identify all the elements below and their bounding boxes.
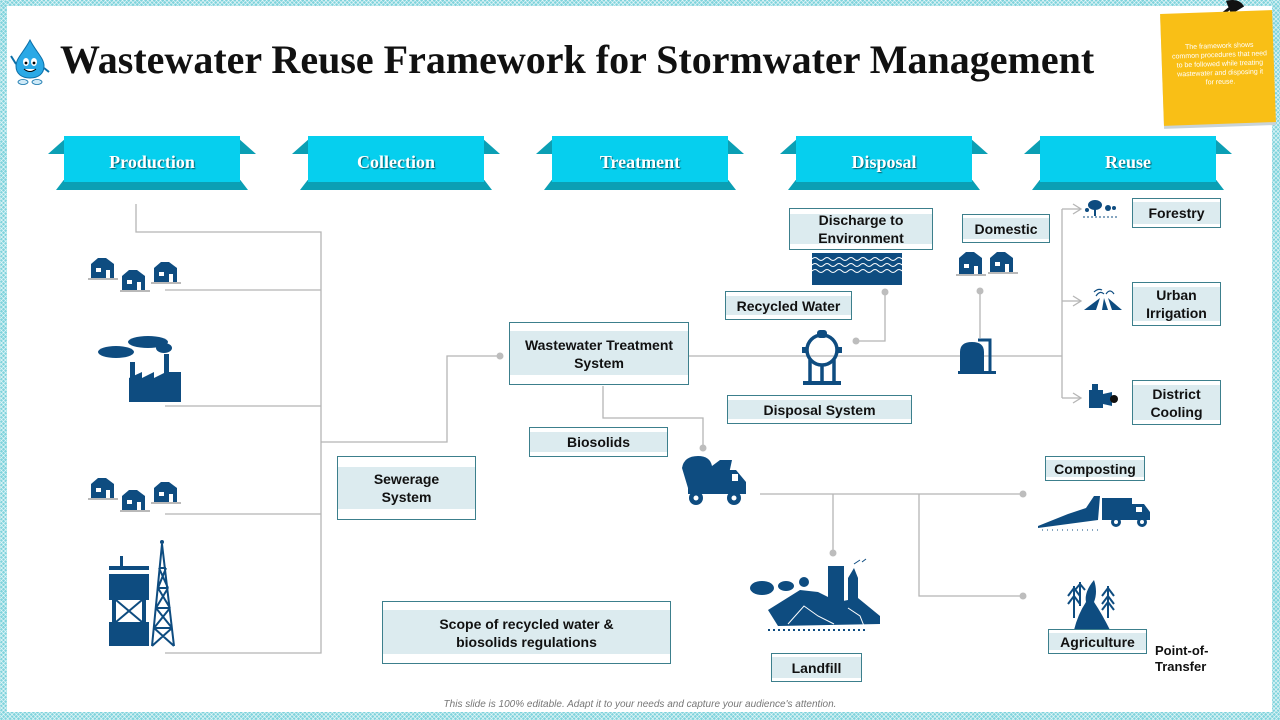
houses-icon <box>956 252 1018 276</box>
storage-tank-icon <box>802 330 842 385</box>
slide-frame-left <box>0 0 7 720</box>
connector-dot <box>976 287 984 295</box>
landfill-icon <box>750 558 880 631</box>
arrow-head <box>1072 392 1083 404</box>
stage-banner-collection: Collection <box>292 136 500 192</box>
connector-dot <box>852 337 860 345</box>
sprinkler-irrigation-icon <box>1084 288 1122 310</box>
node-composting: Composting <box>1045 456 1145 481</box>
connector-production <box>135 204 322 654</box>
node-label: Domestic <box>974 220 1038 237</box>
water-tower-icon <box>958 338 996 374</box>
node-label: Discharge to Environment <box>818 212 904 246</box>
connector-dot <box>1019 490 1027 498</box>
slide-frame-right <box>1272 0 1280 720</box>
node-label: Agriculture <box>1060 633 1135 650</box>
node-district-cooling: District Cooling <box>1132 380 1221 425</box>
node-label: District Cooling <box>1150 385 1203 420</box>
stage-banner-disposal: Disposal <box>780 136 988 192</box>
stage-label: Reuse <box>1105 152 1151 172</box>
water-drop-mascot-icon <box>10 38 50 85</box>
oil-rig-icon <box>109 540 175 647</box>
node-wastewater-treatment-system: Wastewater Treatment System <box>509 322 689 385</box>
node-biosolids: Biosolids <box>529 427 668 457</box>
garbage-truck-icon <box>1038 496 1150 531</box>
slide-title: Wastewater Reuse Framework for Stormwate… <box>60 37 1095 82</box>
stage-label: Disposal <box>851 152 917 172</box>
arrow-head <box>1072 295 1083 307</box>
connector-reuse-branch <box>1061 208 1080 399</box>
stage-banner-treatment: Treatment <box>536 136 744 192</box>
connector-dot <box>1019 592 1027 600</box>
node-label: Biosolids <box>566 434 630 450</box>
node-forestry: Forestry <box>1132 198 1221 228</box>
point-of-transfer-label: Point-of-Transfer <box>1155 643 1209 674</box>
cooling-fan-icon <box>1089 384 1118 408</box>
node-label: Recycled Water <box>736 297 841 314</box>
connector-dot <box>496 352 504 360</box>
forest-icon <box>1083 200 1117 218</box>
connector-dot <box>829 549 837 557</box>
dump-truck-icon <box>682 456 746 505</box>
node-label: Disposal System <box>763 401 876 418</box>
stage-label: Treatment <box>599 152 681 172</box>
connector-recycled <box>856 292 886 342</box>
node-label: Sewerage System <box>373 471 440 505</box>
arrow-head <box>1072 203 1083 215</box>
houses-icon <box>88 478 181 512</box>
node-discharge-to-environment: Discharge to Environment <box>789 208 933 250</box>
footer-note: This slide is 100% editable. Adapt it to… <box>443 699 837 710</box>
node-landfill: Landfill <box>771 653 862 682</box>
stage-label: Collection <box>357 152 435 172</box>
slide-frame-bottom <box>0 712 1280 720</box>
node-label: Landfill <box>791 659 842 676</box>
node-label: Urban Irrigation <box>1146 287 1207 321</box>
connector-dot <box>699 444 707 452</box>
node-agriculture: Agriculture <box>1048 629 1147 654</box>
stage-banner-production: Production <box>48 136 256 192</box>
connector-dot <box>881 288 889 296</box>
stage-label: Production <box>109 152 195 172</box>
node-disposal-system: Disposal System <box>727 395 912 424</box>
node-sewerage-system: Sewerage System <box>337 456 476 520</box>
node-urban-irrigation: Urban Irrigation <box>1132 282 1221 326</box>
factory-icon <box>98 336 181 402</box>
node-label: Forestry <box>1148 205 1205 221</box>
stage-banner-reuse: Reuse <box>1024 136 1232 192</box>
node-label: Wastewater Treatment System <box>524 336 674 371</box>
slide-frame-top <box>0 0 1280 6</box>
node-label: Composting <box>1054 460 1136 477</box>
water-waves-icon <box>812 253 902 285</box>
node-recycled-water: Recycled Water <box>725 291 852 320</box>
node-scope-regulations: Scope of recycled water & biosolids regu… <box>382 601 671 664</box>
node-label: Scope of recycled water & biosolids regu… <box>439 615 614 650</box>
connector-truck <box>760 493 1023 597</box>
agriculture-landscape-icon <box>1067 580 1115 630</box>
connector-biosolids <box>602 386 704 446</box>
houses-icon <box>88 258 181 292</box>
connector-to-treatment <box>321 355 500 443</box>
node-domestic: Domestic <box>962 214 1050 243</box>
